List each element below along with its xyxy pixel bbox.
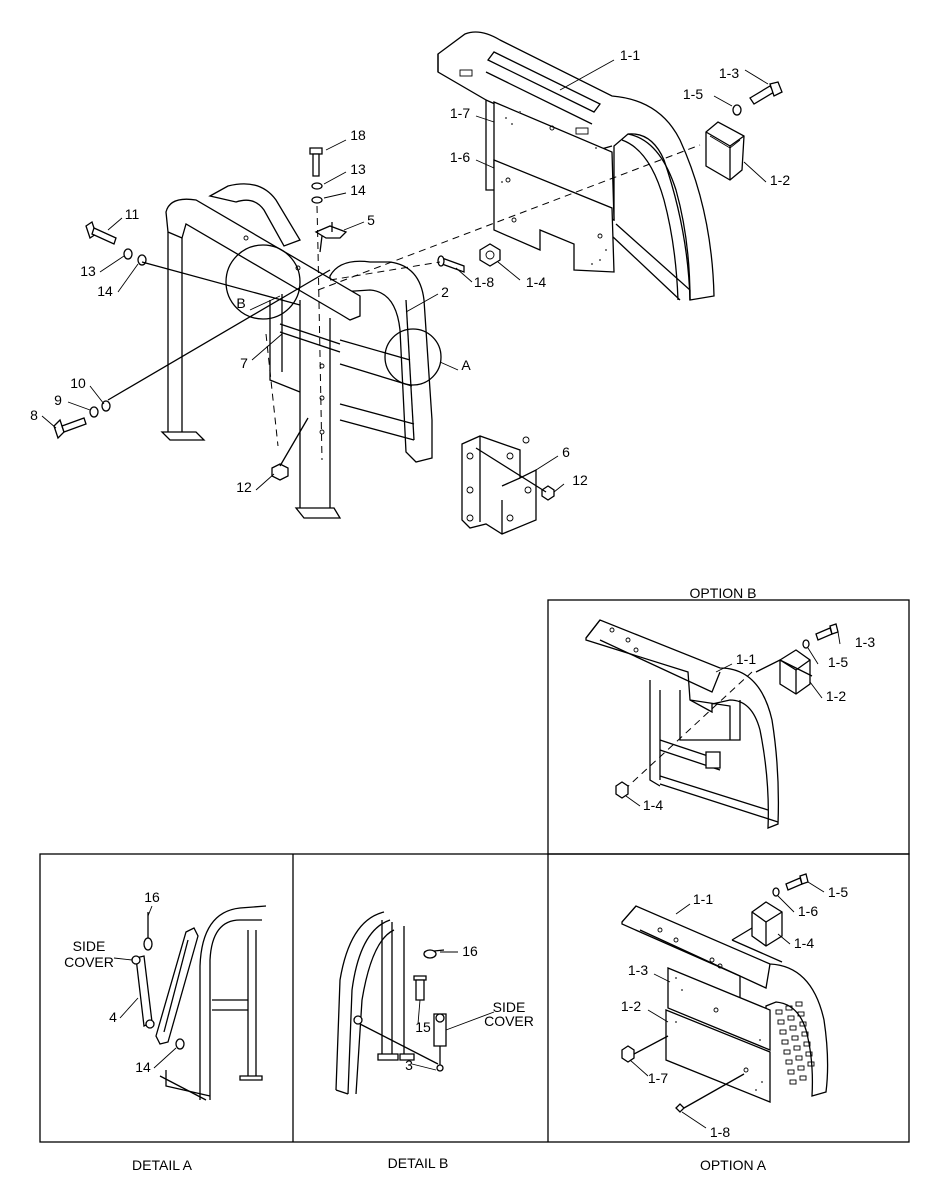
detail-a-view: 16 SIDE COVER 4 14 DETAIL A xyxy=(64,889,267,1173)
callout-6: 6 xyxy=(562,444,570,460)
detail-b-marker-circle xyxy=(225,244,301,320)
detail-b-callout-16: 16 xyxy=(462,943,478,959)
main-leader-lines xyxy=(41,59,767,493)
callout-1-1: 1-1 xyxy=(620,47,640,63)
bottom-panels xyxy=(39,853,910,1143)
option-b-view: OPTION B 1-3 1-1 xyxy=(585,585,875,829)
rubber-block-part xyxy=(705,121,745,181)
option-a-callout-1-5: 1-5 xyxy=(828,884,848,900)
bolt-11-stack xyxy=(85,220,147,266)
callout-18: 18 xyxy=(350,127,366,143)
callout-11: 11 xyxy=(125,206,140,222)
callout-7: 7 xyxy=(240,355,248,371)
option-b-callout-1-5: 1-5 xyxy=(828,654,848,670)
option-b-callout-1-1: 1-1 xyxy=(736,651,756,667)
bolt-18-stack xyxy=(309,147,323,204)
callout-1-8: 1-8 xyxy=(474,274,494,290)
callout-1-7: 1-7 xyxy=(450,105,470,121)
detail-a-callout-cover: COVER xyxy=(64,954,114,970)
callout-A: A xyxy=(461,357,471,373)
callout-12-left: 12 xyxy=(236,479,252,495)
callout-B: B xyxy=(236,295,245,311)
callout-10: 10 xyxy=(70,375,86,391)
option-a-callout-1-8: 1-8 xyxy=(710,1124,730,1140)
callout-8: 8 xyxy=(30,407,38,423)
option-b-title: OPTION B xyxy=(690,585,757,601)
detail-b-callout-3: 3 xyxy=(405,1057,413,1073)
callout-12-right: 12 xyxy=(572,472,588,488)
callout-1-3: 1-3 xyxy=(719,65,739,81)
bracket-part-6 xyxy=(461,435,537,535)
detail-a-marker-circle xyxy=(384,328,442,386)
detail-b-callout-cover: COVER xyxy=(484,1013,534,1029)
option-a-caption: OPTION A xyxy=(700,1157,767,1173)
detail-a-caption: DETAIL A xyxy=(132,1157,193,1173)
detail-b-caption: DETAIL B xyxy=(388,1155,449,1171)
detail-b-callout-side: SIDE xyxy=(493,999,526,1015)
callout-13-top: 13 xyxy=(350,161,366,177)
bolt-8-stack xyxy=(53,400,111,440)
option-b-callout-1-3: 1-3 xyxy=(855,634,875,650)
callout-9: 9 xyxy=(54,392,62,408)
callout-1-5: 1-5 xyxy=(683,86,703,102)
lever-part-5 xyxy=(314,225,348,239)
option-b-callout-1-4: 1-4 xyxy=(643,797,663,813)
option-a-view: 1-1 1-5 1-6 1-4 1-3 1-2 1-7 1-8 OPTION A xyxy=(621,873,848,1173)
option-a-callout-1-7: 1-7 xyxy=(648,1070,668,1086)
nut-12-right xyxy=(541,485,555,501)
mount-plates xyxy=(493,101,615,273)
option-a-callout-1-1: 1-1 xyxy=(693,891,713,907)
detail-a-callout-4: 4 xyxy=(109,1009,117,1025)
detail-a-callout-14: 14 xyxy=(135,1059,151,1075)
nut-12-left xyxy=(271,463,289,481)
panel-frames xyxy=(39,599,910,1143)
detail-a-callout-16: 16 xyxy=(144,889,160,905)
callout-2: 2 xyxy=(441,284,449,300)
assembly-lines xyxy=(107,144,701,493)
bolt-washer-top-right xyxy=(713,69,783,116)
option-a-callout-1-3: 1-3 xyxy=(628,962,648,978)
option-a-callout-1-4: 1-4 xyxy=(794,935,814,951)
callout-13-left: 13 xyxy=(80,263,96,279)
callout-5: 5 xyxy=(367,212,375,228)
detail-b-callout-15: 15 xyxy=(415,1019,431,1035)
detail-b-view: 16 SIDE COVER 15 3 DETAIL B xyxy=(335,911,534,1171)
callout-1-6: 1-6 xyxy=(450,149,470,165)
callout-1-2: 1-2 xyxy=(770,172,790,188)
callout-1-4: 1-4 xyxy=(526,274,546,290)
detail-a-callout-side: SIDE xyxy=(73,938,106,954)
pin-and-nut xyxy=(437,243,521,283)
callout-14-left: 14 xyxy=(97,283,113,299)
front-frame xyxy=(160,183,361,519)
option-a-callout-1-6: 1-6 xyxy=(798,903,818,919)
callout-14-top: 14 xyxy=(350,182,366,198)
option-a-callout-1-2: 1-2 xyxy=(621,998,641,1014)
option-b-callout-1-2: 1-2 xyxy=(826,688,846,704)
main-exploded-view: 1-1 1-3 1-5 1-7 18 1-6 13 1-2 14 11 5 13… xyxy=(30,31,790,535)
